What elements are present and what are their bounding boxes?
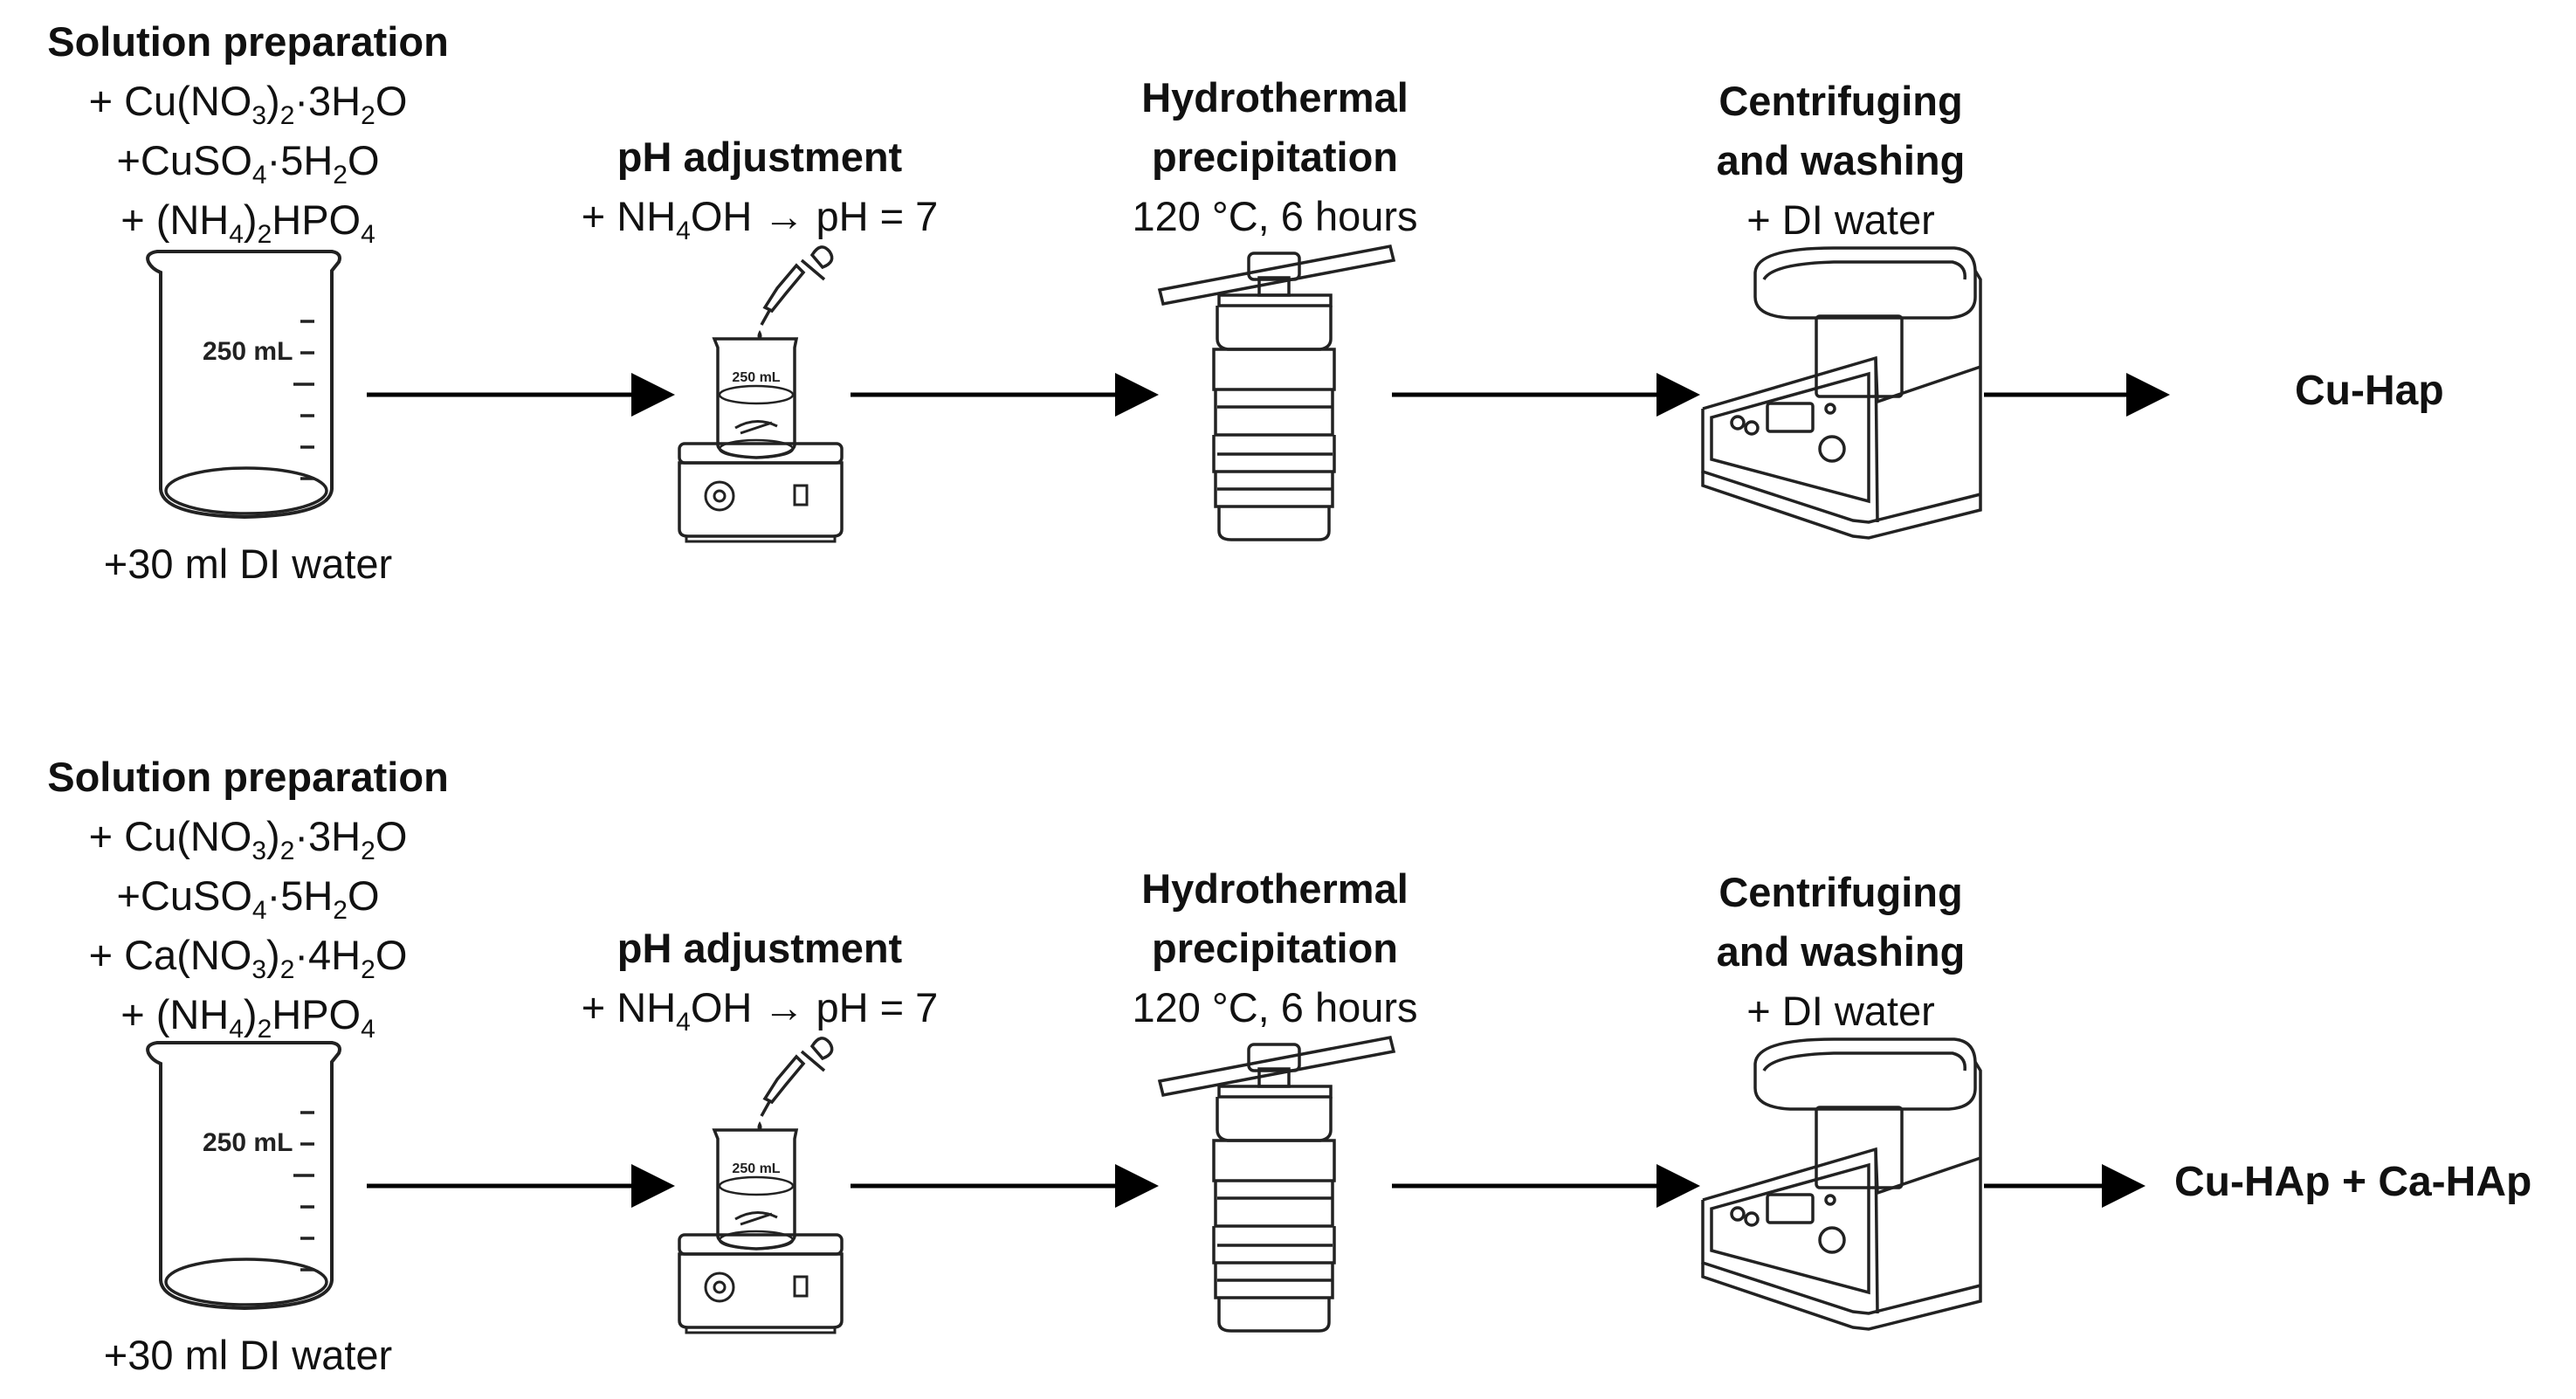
row2-stirrer-icon <box>678 1037 844 1334</box>
row2-reagent-4: + (NH4)2HPO4 <box>121 991 375 1044</box>
row1-autoclave-icon <box>1158 245 1395 541</box>
row1-ph-label: pH adjustment + NH4OH → pH = 7 <box>533 127 987 246</box>
row2-centri-title-1: Centrifuging <box>1718 869 1963 915</box>
row2-product: Cu-HAp + Ca-HAp <box>2174 1159 2532 1205</box>
row2-solution-title: Solution preparation <box>47 754 449 800</box>
row1-centri-reagent: + DI water <box>1746 196 1935 243</box>
row2-art <box>146 1036 2146 1334</box>
row1-solution-label: Solution preparation + Cu(NO3)2·3H2O +Cu… <box>21 12 475 250</box>
row1-centri-label: Centrifuging and washing + DI water <box>1614 72 2068 250</box>
row1-reagent-2: +CuSO4·5H2O <box>116 137 380 190</box>
row1-ph-reagent: + NH4OH → pH = 7 <box>581 193 939 245</box>
row1-small-beaker-mark: 250 mL <box>732 370 780 385</box>
row2-centrifuge-icon <box>1701 1037 1982 1331</box>
row1-hydro-title-1: Hydrothermal <box>1141 74 1409 121</box>
row1-stirrer-icon <box>678 245 844 543</box>
row2-reagent-1: + Cu(NO3)2·3H2O <box>88 813 408 865</box>
row1-reagent-1: + Cu(NO3)2·3H2O <box>88 78 408 130</box>
row2-centri-title-2: and washing <box>1716 928 1966 975</box>
row2-hydro-conditions: 120 °C, 6 hours <box>1132 984 1418 1030</box>
row1-solution-title: Solution preparation <box>47 18 449 65</box>
row1-centrifuge-icon <box>1701 246 1982 540</box>
row1-hydro-label: Hydrothermal precipitation 120 °C, 6 hou… <box>1048 68 1502 246</box>
row2-water-label: +30 ml DI water <box>103 1332 393 1378</box>
row1-hydro-title-2: precipitation <box>1151 134 1399 180</box>
row1-water-label: +30 ml DI water <box>103 541 393 587</box>
row2-hydro-label: Hydrothermal precipitation 120 °C, 6 hou… <box>1048 859 1502 1037</box>
row1-reagent-3: + (NH4)2HPO4 <box>121 196 375 249</box>
row2-beaker-mark: 250 mL <box>203 1128 293 1157</box>
row1-hydro-conditions: 120 °C, 6 hours <box>1132 193 1418 239</box>
row1-beaker-icon <box>146 250 341 519</box>
row2-autoclave-icon <box>1158 1036 1395 1333</box>
row1-ph-title: pH adjustment <box>616 134 903 180</box>
row2-centri-label: Centrifuging and washing + DI water <box>1614 863 2068 1041</box>
row2-ph-title: pH adjustment <box>616 925 903 971</box>
row2-hydro-title-1: Hydrothermal <box>1141 865 1409 912</box>
row2-ph-reagent: + NH4OH → pH = 7 <box>581 984 939 1037</box>
row1-centri-title-2: and washing <box>1716 137 1966 183</box>
row1-art <box>146 245 2170 543</box>
row2-solution-label: Solution preparation + Cu(NO3)2·3H2O +Cu… <box>21 748 475 1044</box>
row2-hydro-title-2: precipitation <box>1151 925 1399 971</box>
row2-ph-label: pH adjustment + NH4OH → pH = 7 <box>533 919 987 1037</box>
row2-reagent-3: + Ca(NO3)2·4H2O <box>88 932 408 984</box>
row2-beaker-icon <box>146 1041 341 1310</box>
row2-centri-reagent: + DI water <box>1746 988 1935 1034</box>
row1-product: Cu-Hap <box>2295 368 2444 414</box>
row2-small-beaker-mark: 250 mL <box>732 1161 780 1176</box>
row1-beaker-mark: 250 mL <box>203 337 293 366</box>
row1-centri-title-1: Centrifuging <box>1718 78 1963 124</box>
row2-reagent-2: +CuSO4·5H2O <box>116 872 380 925</box>
